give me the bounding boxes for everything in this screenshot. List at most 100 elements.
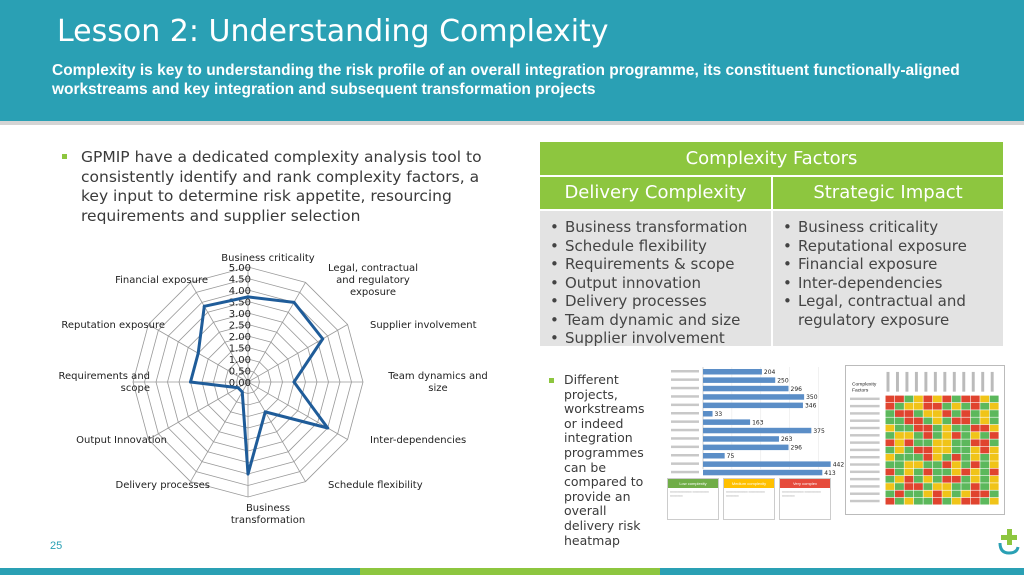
bar <box>703 444 789 451</box>
bar <box>703 402 803 409</box>
heatmap-cell <box>951 432 961 439</box>
strategic-item: Reputational exposure <box>783 237 1003 256</box>
heatmap-cell <box>885 410 895 417</box>
bar-category-label <box>671 428 699 432</box>
heatmap-cell <box>904 424 914 432</box>
radar-category-label: Supplier involvement <box>370 320 477 331</box>
bar-data-label: 296 <box>791 386 803 393</box>
heatmap-cell <box>932 439 942 447</box>
heatmap-cell <box>951 424 961 432</box>
heatmap-cell <box>980 454 990 461</box>
heatmap-cell <box>961 417 971 425</box>
bar <box>703 453 725 459</box>
bar-data-label: 204 <box>764 369 776 376</box>
heatmap-cell <box>951 454 961 461</box>
heatmap-cell <box>980 395 990 403</box>
heatmap-column-header <box>886 371 890 392</box>
heatmap-cell <box>961 395 971 403</box>
radar-tick-label: 0.00 <box>229 378 251 389</box>
radar-point <box>321 337 325 341</box>
bar <box>703 427 812 434</box>
bar <box>703 469 823 476</box>
heatmap-cell <box>970 432 980 439</box>
heatmap-cell <box>923 483 933 490</box>
bar-category-label <box>671 437 699 440</box>
heatmap-cell <box>951 410 961 417</box>
bar-data-label: 33 <box>715 411 723 418</box>
heatmap-cell <box>923 490 933 498</box>
heatmap-cell <box>895 497 904 505</box>
legend-low-label: Low complexity <box>668 479 718 488</box>
heatmap-cell <box>980 475 990 483</box>
heatmap-cell <box>923 446 933 454</box>
heatmap-cell <box>885 454 895 461</box>
heatmap-cell <box>970 410 980 417</box>
heatmap-cell <box>970 446 980 454</box>
radar-category-label: Inter-dependencies <box>370 435 466 446</box>
heatmap-cell <box>895 432 904 439</box>
heatmap-cell <box>904 468 914 476</box>
heatmap-cell <box>932 410 942 417</box>
heatmap-row-label <box>850 492 880 495</box>
heatmap-cell <box>961 475 971 483</box>
heatmap-cell <box>904 432 914 439</box>
heatmap-cell <box>904 395 914 403</box>
radar-point <box>246 472 250 476</box>
bottom-bar-segment <box>660 568 1024 575</box>
heatmap-cell <box>913 497 923 505</box>
heatmap-cell <box>913 432 923 439</box>
heatmap-cell <box>885 424 895 432</box>
heatmap-cell <box>980 468 990 476</box>
radar-point <box>196 351 200 355</box>
heatmap-cell <box>951 475 961 483</box>
heatmap-cell <box>951 439 961 447</box>
heatmap-cell <box>923 497 933 505</box>
complexity-legend: Low complexity ━━━━━━━━━━━━ ━━━━━━━━━ ━━… <box>667 478 832 520</box>
heatmap-cell <box>904 497 914 505</box>
heatmap-cell <box>989 475 999 483</box>
heatmap-cell <box>961 454 971 461</box>
strategic-item: Financial exposure <box>783 255 1003 274</box>
bar-category-label <box>671 470 699 474</box>
heatmap-cell <box>904 439 914 447</box>
heatmap-cell <box>989 395 999 403</box>
heatmap-cell <box>942 402 952 410</box>
heatmap-column-header <box>895 371 899 392</box>
complexity-factors-table: Complexity Factors Delivery Complexity S… <box>540 142 1003 347</box>
heatmap-cell <box>885 475 895 483</box>
heatmap-cell <box>932 454 942 461</box>
heatmap-column-header <box>971 371 975 392</box>
heatmap-cell <box>970 402 980 410</box>
heatmap-cell <box>932 497 942 505</box>
heatmap-cell <box>885 490 895 498</box>
heatmap-cell <box>961 410 971 417</box>
heatmap-cell <box>980 439 990 447</box>
legend-very-complex: Very complex ━━━━━━━━━━━━ ━━━━━━━━━ ━━━━… <box>779 478 831 520</box>
bar <box>703 369 762 375</box>
heatmap-cell <box>913 468 923 476</box>
complexity-factors-header: Complexity Factors <box>540 142 1003 175</box>
heatmap-cell <box>961 439 971 447</box>
heatmap-cell <box>942 475 952 483</box>
heatmap-row-label <box>850 463 880 466</box>
heatmap-cell <box>904 475 914 483</box>
bottom-color-bar <box>0 568 1024 575</box>
bar-category-label <box>671 454 699 457</box>
heatmap-cell <box>942 439 952 447</box>
heatmap-cell <box>885 446 895 454</box>
radar-tick-label: 5.00 <box>229 263 251 274</box>
strategic-impact-list-cell: Business criticality Reputational exposu… <box>773 211 1003 346</box>
heatmap-row-label <box>850 448 880 452</box>
heatmap-row-label <box>850 404 880 408</box>
radar-series-line <box>189 295 330 476</box>
delivery-complexity-list-cell: Business transformation Schedule flexibi… <box>540 211 771 347</box>
heatmap-cell <box>932 446 942 454</box>
legend-low: Low complexity ━━━━━━━━━━━━ ━━━━━━━━━ ━━… <box>667 478 719 520</box>
delivery-item: Requirements & scope <box>550 255 771 274</box>
heatmap-cell <box>885 432 895 439</box>
heatmap-cell <box>961 402 971 410</box>
heatmap-cell <box>923 410 933 417</box>
heatmap-cell <box>904 483 914 490</box>
heatmap-cell <box>989 417 999 425</box>
